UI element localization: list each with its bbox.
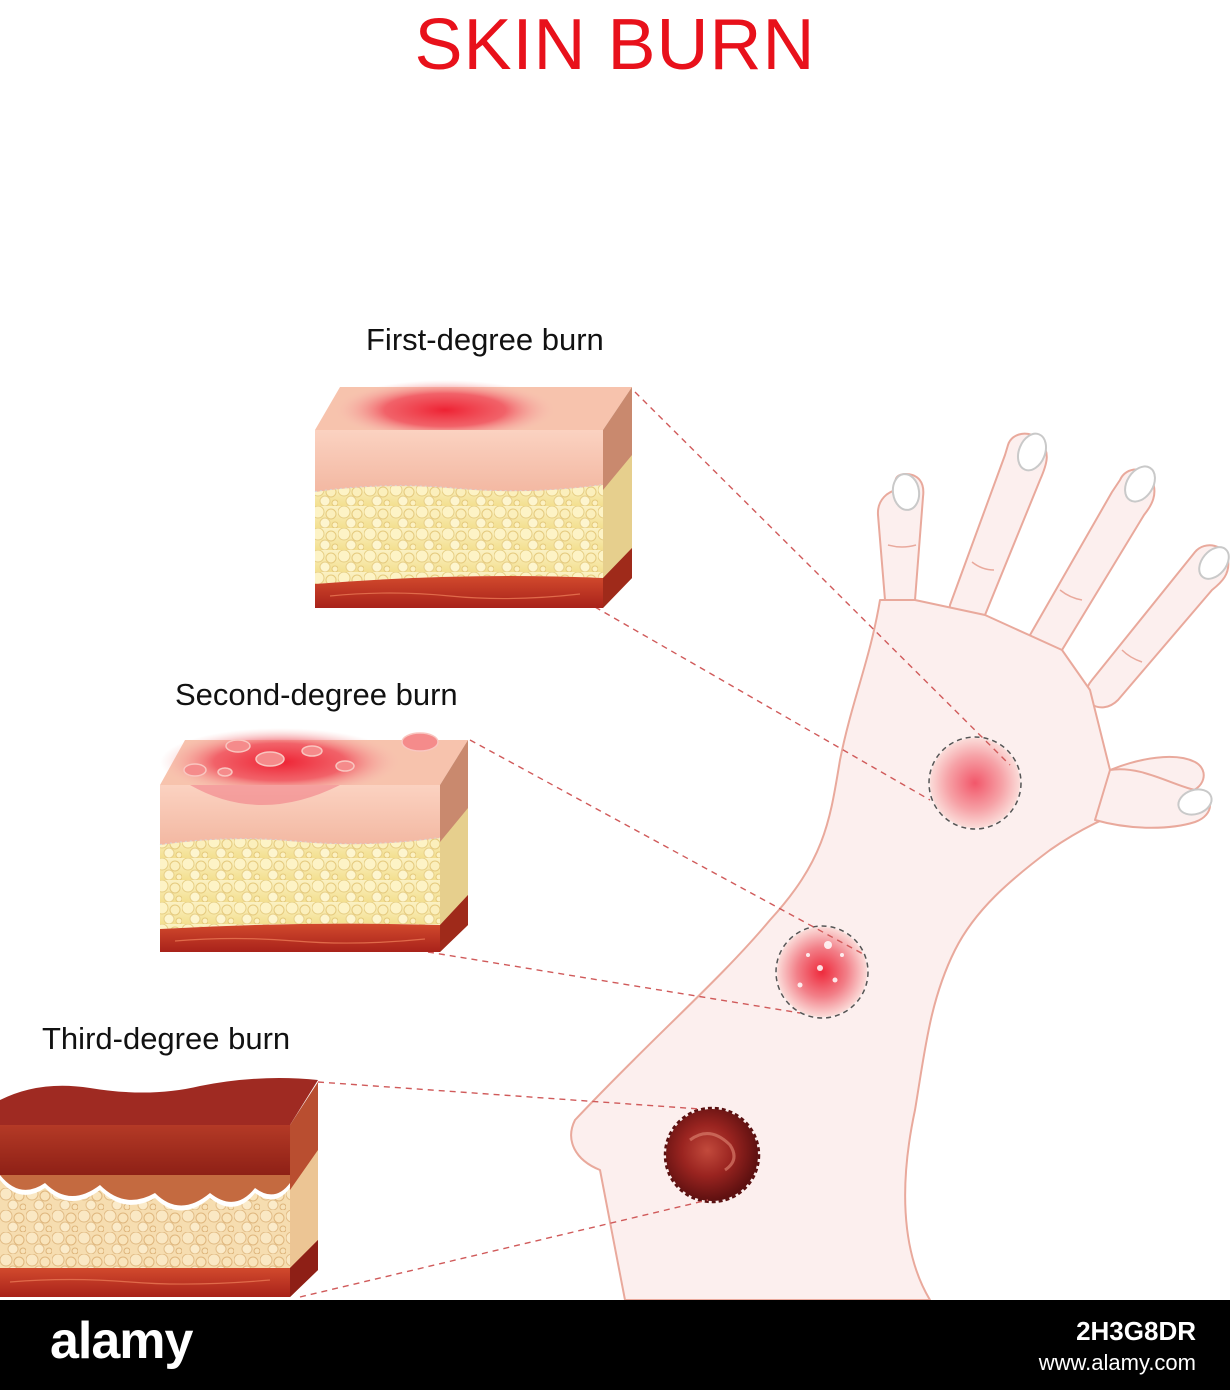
connector-lines: [299, 391, 1011, 1298]
diagram-title: SKIN BURN: [414, 5, 816, 85]
fingernails: [891, 432, 1230, 816]
hand-burn-first: [928, 736, 1022, 830]
hand-burn-third: [663, 1106, 761, 1204]
third-degree-skin-block: [0, 1078, 318, 1297]
watermark-footer: [0, 1300, 1230, 1390]
knuckle-creases: [887, 544, 1143, 663]
label-third-degree-burn: Third-degree burn: [42, 1021, 291, 1056]
hand-burn-second: [775, 925, 869, 1019]
site-url: www.alamy.com: [1038, 1350, 1196, 1375]
first-degree-skin-block: [314, 380, 632, 608]
second-degree-skin-block: [159, 728, 468, 952]
label-second-degree-burn: Second-degree burn: [175, 677, 458, 712]
alamy-logo: alamy: [50, 1312, 193, 1370]
image-id: 2H3G8DR: [1076, 1316, 1196, 1346]
skin-burn-diagram: [0, 380, 1230, 1300]
label-first-degree-burn: First-degree burn: [366, 322, 604, 357]
